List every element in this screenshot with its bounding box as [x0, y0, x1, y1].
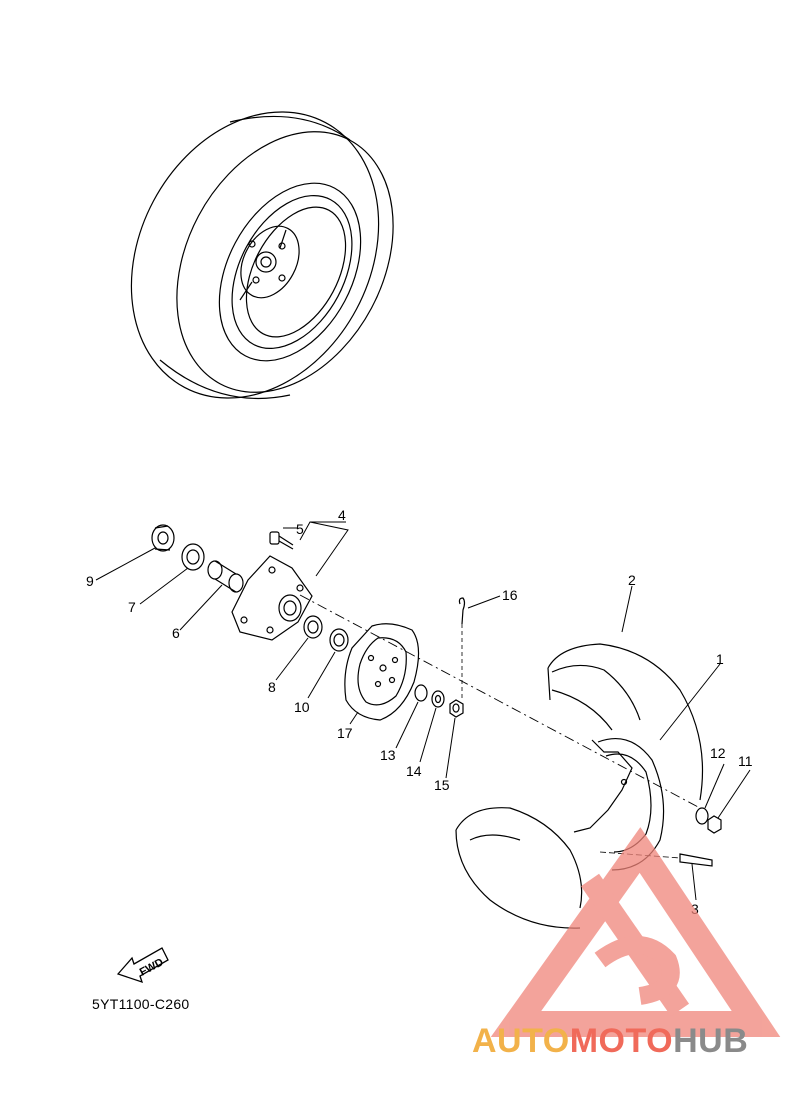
callout-11: 11: [738, 753, 753, 769]
callout-17: 17: [337, 725, 353, 741]
callout-6: 6: [172, 625, 180, 641]
callout-labels: 1 2 3 4 5 6 7 8 9 10 11 12 13 14 15 16 1…: [86, 507, 753, 917]
callout-8: 8: [268, 679, 276, 695]
callout-3: 3: [691, 901, 699, 917]
callout-2: 2: [628, 572, 636, 588]
callout-14: 14: [406, 763, 422, 779]
brand-hub: HUB: [673, 1022, 749, 1060]
part-15-nut: [449, 699, 464, 718]
part-16-cotter-pin: [458, 597, 466, 700]
watermark-brand-text: AUTOMOTOHUB: [472, 1022, 748, 1061]
brand-auto: AUTO: [472, 1022, 570, 1060]
part-10-bearing: [329, 628, 349, 652]
brand-moto: MOTO: [569, 1022, 674, 1060]
part-2-tire: [455, 643, 704, 929]
diagram-part-code: 5YT1100-C260: [92, 996, 190, 1012]
part-13-washer: [414, 684, 428, 702]
callout-9: 9: [86, 573, 94, 589]
callout-10: 10: [294, 699, 310, 715]
leader-lines: [95, 521, 751, 901]
callout-1: 1: [716, 651, 724, 667]
fwd-arrow-icon: FWD: [116, 947, 169, 984]
callout-4: 4: [338, 507, 346, 523]
callout-13: 13: [380, 747, 396, 763]
callout-16: 16: [502, 587, 518, 603]
part-14-washer: [431, 690, 445, 708]
callout-15: 15: [434, 777, 450, 793]
part-9-bearing: [151, 524, 175, 552]
part-4-hub: [231, 555, 313, 641]
watermark-logo-icon: [490, 827, 781, 1037]
assembled-wheel-illustration: [130, 111, 394, 400]
part-5-bolt: [269, 531, 294, 550]
part-12-washer: [695, 807, 709, 825]
part-7-oil-seal: [181, 543, 205, 571]
part-17-brake-disc: [344, 623, 420, 721]
callout-12: 12: [710, 745, 726, 761]
exploded-parts: [151, 524, 722, 929]
callout-7: 7: [128, 599, 136, 615]
callout-5: 5: [296, 521, 304, 537]
part-8-oil-seal: [303, 615, 323, 639]
part-6-spacer: [207, 560, 244, 593]
part-11-nut: [707, 815, 722, 834]
